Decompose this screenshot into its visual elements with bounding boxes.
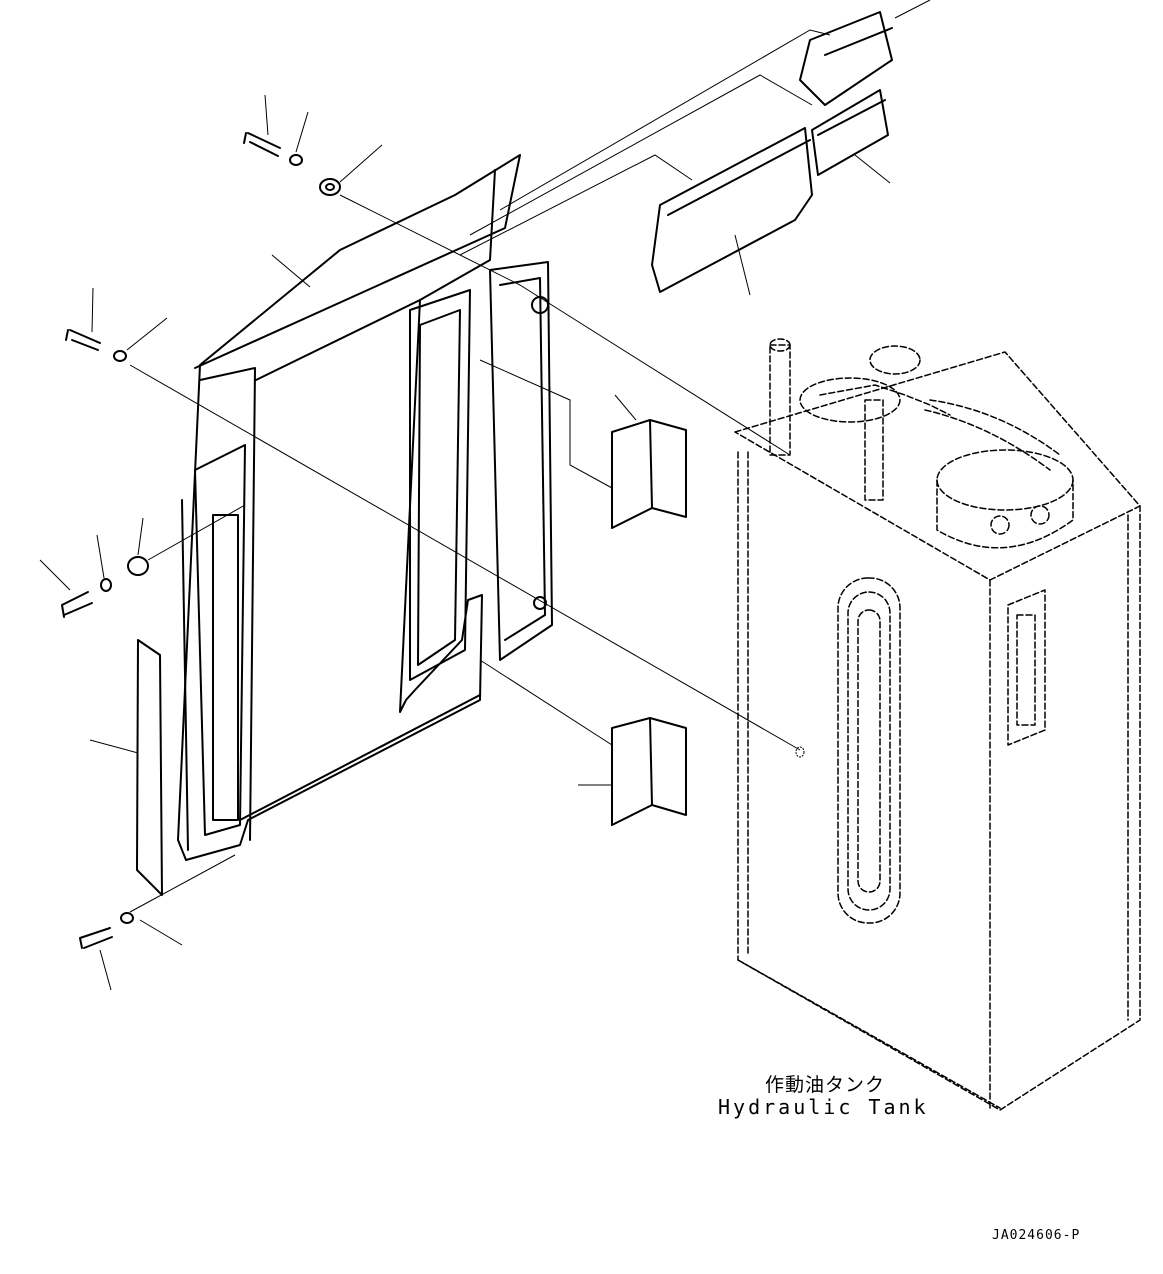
angle-bracket-upper	[611, 419, 687, 529]
sight-gauge	[837, 577, 901, 924]
drawing-code: JA024606-P	[992, 1228, 1081, 1243]
cover-frame	[177, 154, 521, 861]
leader-lines	[39, 0, 931, 991]
fasteners	[61, 132, 341, 949]
hydraulic-tank	[734, 338, 1141, 1111]
left-strip	[136, 639, 163, 896]
side-plate	[489, 261, 553, 661]
tank-label-english: Hydraulic Tank	[718, 1095, 929, 1119]
rubber-blocks	[651, 11, 893, 293]
tank-label-japanese: 作動油タンク	[765, 1074, 886, 1096]
angle-bracket-lower	[611, 717, 687, 826]
